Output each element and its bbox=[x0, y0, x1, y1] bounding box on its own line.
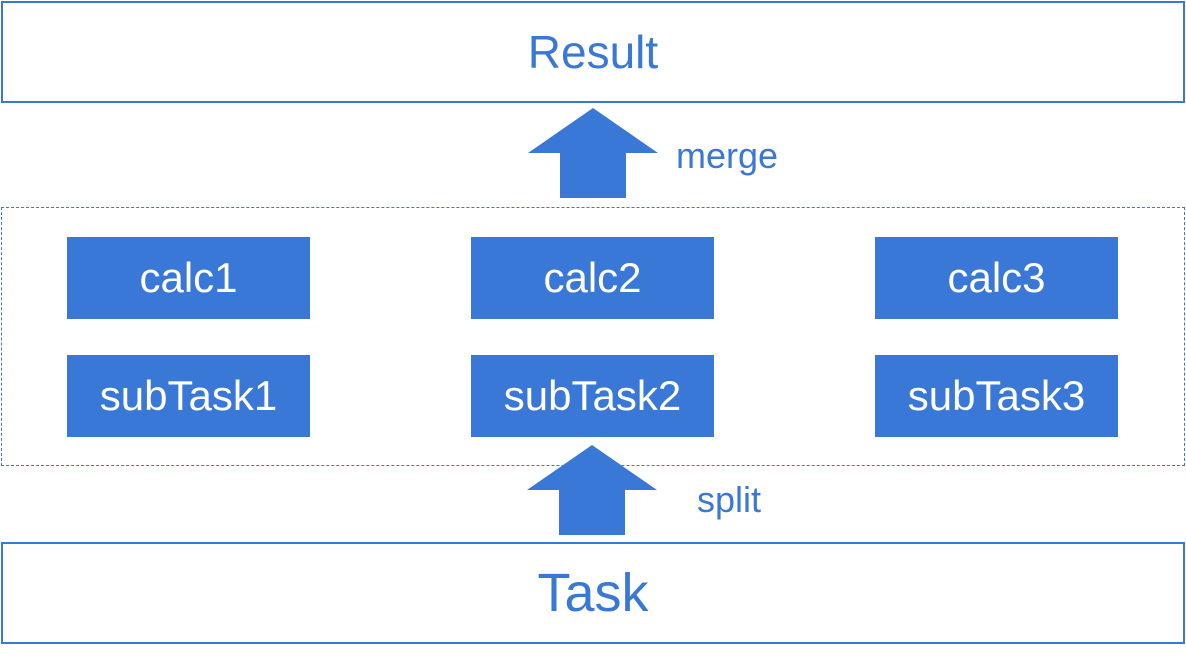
subtask2-label: subTask2 bbox=[503, 372, 682, 419]
calc1-box: calc1 bbox=[67, 237, 310, 319]
merge-arrow-icon bbox=[528, 108, 658, 198]
calc3-label: calc3 bbox=[947, 254, 1046, 301]
subtask2-box: subTask2 bbox=[471, 355, 714, 437]
subtask3-box: subTask3 bbox=[875, 355, 1118, 437]
subtask1-label: subTask1 bbox=[99, 372, 278, 419]
split-label: split bbox=[697, 479, 762, 520]
result-box: Result bbox=[1, 1, 1185, 103]
calc2-box: calc2 bbox=[471, 237, 714, 319]
split-arrow-icon bbox=[527, 445, 657, 535]
task-box: Task bbox=[1, 542, 1185, 644]
task-label: Task bbox=[537, 563, 649, 623]
subtask3-label: subTask3 bbox=[907, 372, 1086, 419]
calc2-label: calc2 bbox=[543, 254, 642, 301]
calc1-label: calc1 bbox=[139, 254, 238, 301]
subtask1-box: subTask1 bbox=[67, 355, 310, 437]
calc3-box: calc3 bbox=[875, 237, 1118, 319]
result-label: Result bbox=[527, 26, 659, 78]
merge-label: merge bbox=[676, 135, 779, 176]
